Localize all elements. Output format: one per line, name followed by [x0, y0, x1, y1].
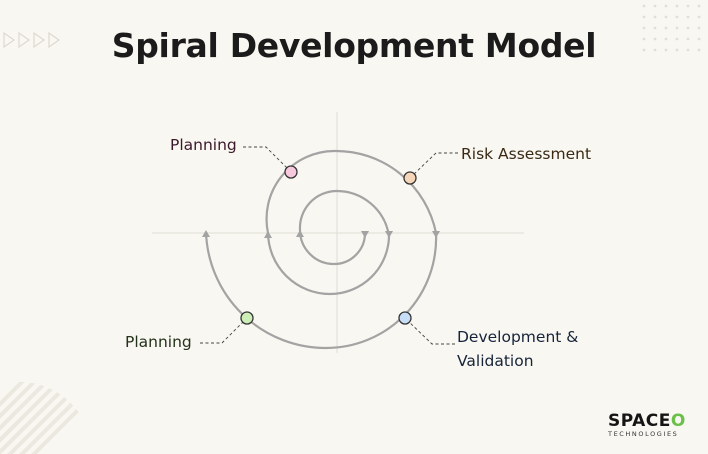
decorative-dot — [653, 26, 657, 30]
decorative-dot — [653, 4, 657, 8]
decorative-dot — [642, 37, 646, 41]
decorative-dot — [697, 15, 701, 19]
decorative-dot-grid — [642, 4, 701, 52]
space-technologies-logo: SPACEO TECHNOLOGIES — [608, 411, 686, 438]
decorative-dot — [664, 37, 668, 41]
decorative-dot — [686, 48, 690, 52]
connector-planning-top — [243, 146, 290, 171]
arrowhead-inner-down — [361, 231, 369, 238]
logo-o-mark: O — [670, 411, 686, 431]
decorative-dot — [675, 48, 679, 52]
label-development-line1: Development & — [457, 328, 579, 346]
marker-development — [398, 311, 412, 325]
connector-risk — [411, 152, 458, 177]
decorative-dot — [664, 26, 668, 30]
label-planning-bottom: Planning — [125, 333, 192, 351]
decorative-dot — [653, 37, 657, 41]
decorative-dot — [642, 15, 646, 19]
marker-planning-bottom — [240, 311, 254, 325]
decorative-dot — [664, 15, 668, 19]
decorative-dot — [697, 37, 701, 41]
decorative-arrows — [3, 31, 61, 49]
decorative-dot — [697, 48, 701, 52]
logo-space-text: SPACE — [608, 411, 671, 431]
arrowhead-outer-up — [202, 230, 210, 237]
arrowhead-middle-up — [264, 231, 272, 238]
decorative-dot — [697, 26, 701, 30]
decorative-dot — [675, 37, 679, 41]
decorative-dot — [664, 48, 668, 52]
spiral-path — [204, 149, 438, 350]
decorative-dot — [686, 37, 690, 41]
decorative-dot — [686, 26, 690, 30]
decorative-dot — [664, 4, 668, 8]
decorative-dot — [653, 15, 657, 19]
logo-wordmark: SPACEO — [608, 411, 686, 431]
marker-risk-assessment — [403, 171, 417, 185]
arrowhead-middle-down — [385, 231, 393, 238]
label-development-validation: Development & Validation — [457, 325, 578, 373]
decorative-dot — [686, 4, 690, 8]
decorative-dot — [697, 4, 701, 8]
decorative-dot — [642, 4, 646, 8]
arrowhead-inner-up — [296, 230, 304, 237]
connector-planning-bottom — [200, 319, 246, 344]
label-risk-assessment: Risk Assessment — [461, 145, 592, 163]
page-title: Spiral Development Model — [111, 26, 597, 65]
decorative-dot — [686, 15, 690, 19]
decorative-dot — [642, 48, 646, 52]
decorative-dot — [675, 4, 679, 8]
connector-development — [406, 319, 455, 345]
label-development-line2: Validation — [457, 352, 534, 370]
decorative-dot — [675, 15, 679, 19]
decorative-dot — [653, 48, 657, 52]
marker-planning-top — [284, 165, 298, 179]
decorative-stripes — [0, 382, 92, 454]
label-planning-top: Planning — [170, 136, 237, 154]
decorative-dot — [675, 26, 679, 30]
logo-subtitle: TECHNOLOGIES — [608, 430, 679, 438]
decorative-dot — [642, 26, 646, 30]
arrowhead-outer-down — [432, 231, 440, 238]
